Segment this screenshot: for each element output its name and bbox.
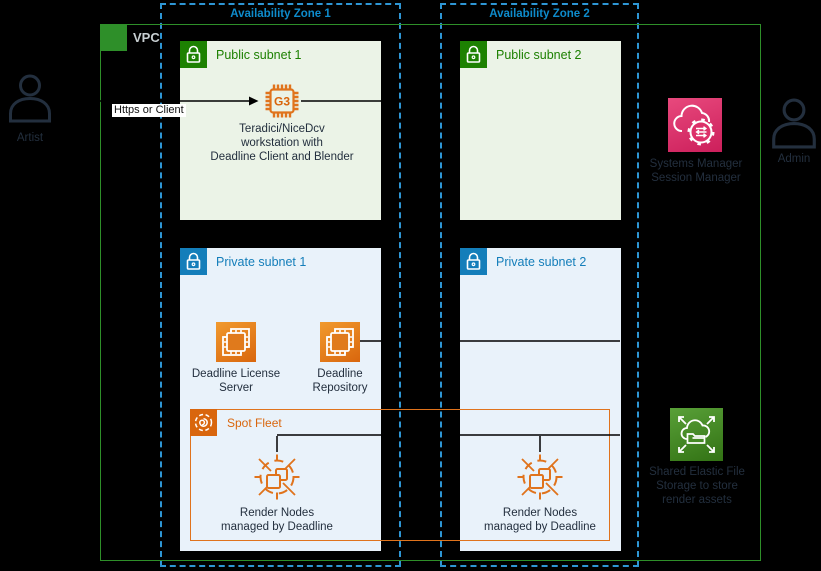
spot-fleet-label: Spot Fleet: [227, 416, 282, 430]
render-nodes-1-icon: [254, 454, 300, 500]
render-nodes-2-caption: Render Nodes managed by Deadline: [484, 507, 596, 533]
public-subnet-1-label: Public subnet 1: [216, 48, 302, 62]
vpc-boundary: [100, 24, 761, 561]
spot-fleet-icon: [190, 409, 217, 436]
render-nodes-1-caption: Render Nodes managed by Deadline: [221, 507, 333, 533]
private-subnet-2-label: Private subnet 2: [496, 255, 587, 269]
g3-instance-icon: G3: [265, 84, 299, 118]
public-subnet-lock-icon: [460, 41, 487, 68]
private-subnet-1: Private subnet 1: [180, 248, 381, 551]
public-subnet-2: Public subnet 2: [460, 41, 621, 220]
connection-label: Https or Client: [112, 104, 186, 117]
g3-instance-type: G3: [274, 95, 290, 109]
private-subnet-lock-icon: [180, 248, 207, 275]
private-subnet-2: Private subnet 2: [460, 248, 621, 551]
admin-label: Admin: [777, 153, 811, 165]
artist-person-icon: [9, 74, 51, 123]
deadline-license-server-icon: [216, 322, 256, 362]
repository-caption: Deadline Repository: [312, 368, 368, 394]
deadline-repository-icon: [320, 322, 360, 362]
private-subnet-lock-icon: [460, 248, 487, 275]
admin-person-icon: [772, 98, 816, 149]
availability-zone-2-boundary: [440, 3, 639, 567]
vpc-icon: [100, 24, 127, 51]
render-nodes-2-icon: [517, 454, 563, 500]
systems-manager-caption: Systems Manager Session Manager: [649, 158, 743, 184]
license-server-caption: Deadline License Server: [191, 368, 281, 394]
elastic-file-storage-icon: [670, 408, 723, 461]
private-subnet-1-label: Private subnet 1: [216, 255, 307, 269]
arrowhead: [249, 96, 259, 106]
spot-fleet-group: Spot Fleet: [190, 409, 610, 541]
availability-zone-1-boundary: [160, 3, 401, 567]
public-subnet-lock-icon: [180, 41, 207, 68]
vpc-label: VPC: [133, 30, 160, 45]
artist-label: Artist: [16, 132, 44, 144]
workstation-caption: Teradici/NiceDcv workstation with Deadli…: [210, 123, 354, 163]
availability-zone-1-label: Availability Zone 1: [230, 8, 331, 20]
elastic-file-storage-caption: Shared Elastic File Storage to store ren…: [649, 466, 745, 506]
public-subnet-2-label: Public subnet 2: [496, 48, 582, 62]
systems-manager-icon: [668, 98, 722, 152]
public-subnet-1: Public subnet 1: [180, 41, 381, 220]
availability-zone-2-label: Availability Zone 2: [489, 8, 590, 20]
